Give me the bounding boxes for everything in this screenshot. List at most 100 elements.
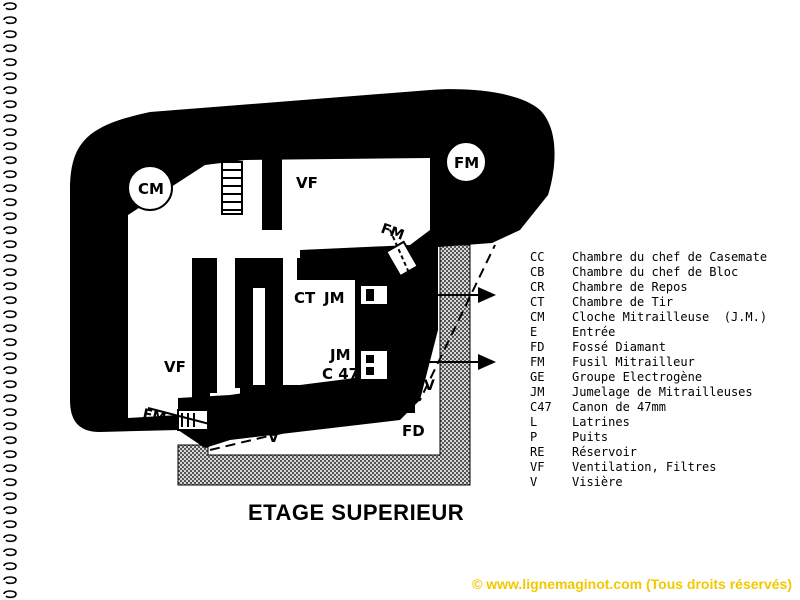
legend-item: CT Chambre de Tir (530, 295, 767, 310)
legend-text: Fusil Mitrailleur (572, 355, 695, 369)
binding-ring (3, 352, 17, 361)
legend-code: CB (530, 265, 545, 279)
legend-code: L (530, 415, 538, 429)
legend-text: Cloche Mitrailleuse (J.M.) (572, 310, 768, 324)
label-v-right: V (424, 378, 435, 394)
legend-item: CB Chambre du chef de Bloc (530, 265, 767, 280)
binding-ring (3, 408, 17, 417)
legend-text: Groupe Electrogène (572, 370, 703, 384)
legend-code: CR (530, 280, 545, 294)
binding-ring (3, 506, 17, 515)
binding-ring (3, 478, 17, 487)
legend-code: E (530, 325, 538, 339)
label-fm-diag: FM (379, 221, 407, 244)
binding-ring (3, 184, 17, 193)
legend-item: FD Fossé Diamant (530, 340, 767, 355)
legend-code: VF (530, 460, 545, 474)
binding-ring (3, 520, 17, 529)
binding-ring (3, 128, 17, 137)
binding-ring (3, 394, 17, 403)
binding-ring (3, 226, 17, 235)
legend-item: E Entrée (530, 325, 767, 340)
binding-ring (3, 576, 17, 585)
cloche-fm-top (445, 141, 487, 183)
legend-text: Entrée (572, 325, 616, 339)
legend-text: Latrines (572, 415, 630, 429)
fm-embrasure-diag (384, 229, 420, 278)
binding-ring (3, 380, 17, 389)
legend-text: Chambre du chef de Bloc (572, 265, 739, 279)
label-ct: CT (294, 289, 316, 307)
binding-ring (3, 338, 17, 347)
binding-ring (3, 296, 17, 305)
label-fm-top: FM (454, 154, 479, 172)
binding-ring (3, 30, 17, 39)
binding-ring (3, 268, 17, 277)
binding-ring (3, 254, 17, 263)
legend-code: JM (530, 385, 545, 399)
legend-code: FM (530, 355, 545, 369)
copyright-credit: © www.lignemaginot.com (Tous droits rése… (472, 576, 792, 592)
binding-ring (3, 58, 17, 67)
fosse-diamant (177, 244, 471, 486)
label-cm: CM (138, 180, 164, 198)
binding-ring (3, 590, 17, 599)
legend-code: C47 (530, 400, 552, 414)
notebook-binding (3, 2, 17, 599)
binding-ring (3, 86, 17, 95)
legend-code: FD (530, 340, 545, 354)
binding-ring (3, 16, 17, 25)
legend-text: Réservoir (572, 445, 638, 459)
binding-ring (3, 72, 17, 81)
fm-embrasure-left (147, 407, 229, 434)
binding-ring (3, 464, 17, 473)
binding-ring (3, 436, 17, 445)
legend-text: Chambre de Tir (572, 295, 674, 309)
binding-ring (3, 366, 17, 375)
legend-code: CM (530, 310, 545, 324)
binding-ring (3, 548, 17, 557)
label-e: E (220, 394, 230, 412)
binding-ring (3, 450, 17, 459)
label-c47: C 47 (322, 365, 359, 383)
legend-code: GE (530, 370, 545, 384)
legend-text: Fossé Diamant (572, 340, 666, 354)
legend-item: GE Groupe Electrogène (530, 370, 767, 385)
staircase (221, 161, 243, 215)
binding-ring (3, 198, 17, 207)
label-vf-left: VF (164, 358, 186, 376)
legend-text: Chambre de Repos (572, 280, 688, 294)
binding-ring (3, 310, 17, 319)
legend-item: L Latrines (530, 415, 767, 430)
binding-ring (3, 100, 17, 109)
binding-ring (3, 422, 17, 431)
binding-ring (3, 212, 17, 221)
legend-item: CR Chambre de Repos (530, 280, 767, 295)
binding-ring (3, 324, 17, 333)
plan-title: ETAGE SUPERIEUR (248, 500, 465, 525)
label-jm-bottom: JM (329, 346, 351, 364)
legend-code: V (530, 475, 538, 489)
label-fm-left: FM (141, 406, 167, 427)
legend-item: RE Réservoir (530, 445, 767, 460)
legend-code: CT (530, 295, 545, 309)
legend-code: P (530, 430, 538, 444)
label-fd: FD (402, 422, 425, 440)
legend-item: VF Ventilation, Filtres (530, 460, 767, 475)
fire-arrows (388, 287, 496, 370)
binding-ring (3, 240, 17, 249)
binding-ring (3, 2, 17, 11)
binding-ring (3, 142, 17, 151)
label-jm-top: JM (323, 289, 345, 307)
legend-code: RE (530, 445, 545, 459)
legend-code: CC (530, 250, 545, 264)
legend-text: Visière (572, 475, 623, 489)
legend-text: Ventilation, Filtres (572, 460, 717, 474)
binding-ring (3, 170, 17, 179)
binding-ring (3, 44, 17, 53)
